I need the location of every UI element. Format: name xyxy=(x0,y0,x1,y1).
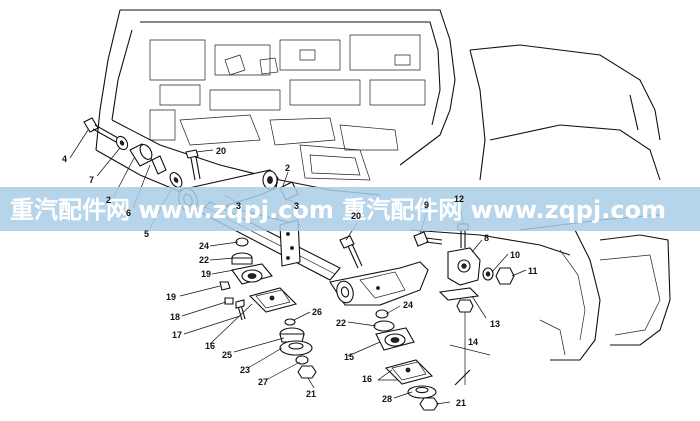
watermark-band xyxy=(0,187,700,231)
part-label-19: 19 xyxy=(201,269,211,279)
watermark: 重汽配件网 www.zqpj.com 重汽配件网 www.zqpj.com xyxy=(0,187,700,231)
part-label-18: 18 xyxy=(170,312,180,322)
part-label-10: 10 xyxy=(510,250,520,260)
part-label-20: 20 xyxy=(351,211,361,221)
part-label-3: 3 xyxy=(294,201,299,211)
part-label-13: 13 xyxy=(490,319,500,329)
watermark-text: 重汽配件网 www.zqpj.com 重汽配件网 www.zqpj.com xyxy=(10,196,666,224)
left-rubber-mount-stack xyxy=(219,237,317,379)
part-label-28: 28 xyxy=(382,394,392,404)
part-labels: 4 7 2 6 5 20 3 2 3 20 9 12 8 10 11 24 22… xyxy=(62,146,538,408)
part-label-7: 7 xyxy=(89,175,94,185)
part-label-27: 27 xyxy=(258,377,268,387)
part-label-16: 16 xyxy=(362,374,372,384)
part-label-5: 5 xyxy=(144,229,149,239)
part-label-3: 3 xyxy=(236,201,241,211)
part-label-22: 22 xyxy=(336,318,346,328)
part-label-24: 24 xyxy=(403,300,413,310)
part-label-26: 26 xyxy=(312,307,322,317)
part-label-24: 24 xyxy=(199,241,209,251)
part-label-9: 9 xyxy=(424,200,429,210)
part-label-19: 19 xyxy=(166,292,176,302)
part-label-22: 22 xyxy=(199,255,209,265)
part-label-2: 2 xyxy=(285,163,290,173)
part-label-23: 23 xyxy=(240,365,250,375)
part-label-15: 15 xyxy=(344,352,354,362)
right-mount-assembly xyxy=(438,223,515,385)
part-label-17: 17 xyxy=(172,330,182,340)
part-label-6: 6 xyxy=(126,208,131,218)
right-rubber-mount-stack xyxy=(373,309,439,411)
part-label-2: 2 xyxy=(106,195,111,205)
part-label-20: 20 xyxy=(216,146,226,156)
part-label-11: 11 xyxy=(528,266,538,276)
part-label-12: 12 xyxy=(454,194,464,204)
left-bolt-assembly xyxy=(83,117,201,188)
part-label-14: 14 xyxy=(468,337,478,347)
part-label-21: 21 xyxy=(306,389,316,399)
part-label-16: 16 xyxy=(205,341,215,351)
part-label-8: 8 xyxy=(484,233,489,243)
part-label-21: 21 xyxy=(456,398,466,408)
part-label-4: 4 xyxy=(62,154,67,164)
part-label-25: 25 xyxy=(222,350,232,360)
